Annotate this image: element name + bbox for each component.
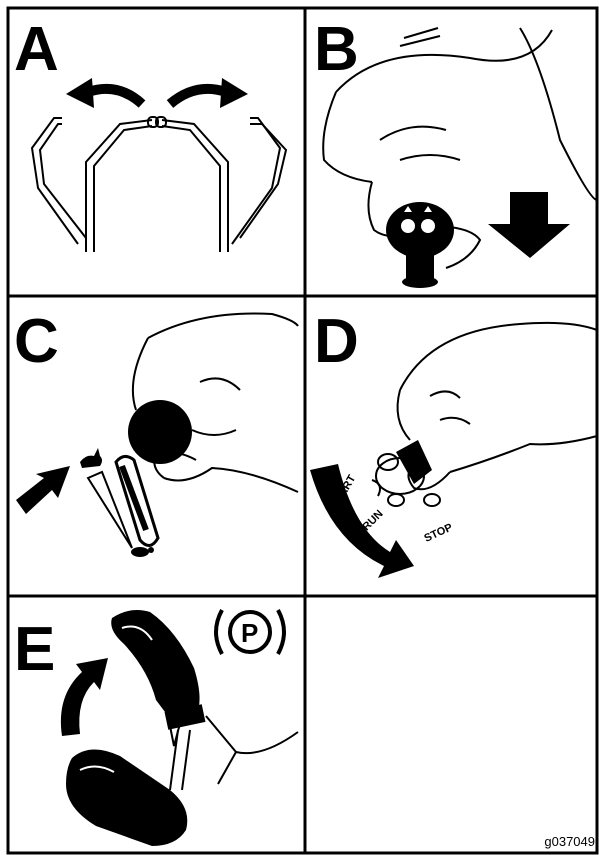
svg-text:P: P — [241, 618, 258, 648]
arrow-right-icon — [170, 89, 226, 104]
left-lever-open — [32, 118, 86, 244]
panel-c: C — [14, 307, 298, 557]
panel-a-letter: A — [14, 15, 59, 84]
push-down-arrow-icon — [488, 192, 570, 258]
pointer-arrow-icon — [16, 466, 70, 514]
lever-up-arrow-icon — [61, 658, 108, 736]
left-lever-closed — [86, 117, 158, 252]
stop-label: STOP — [422, 521, 454, 544]
right-lever-closed — [156, 117, 228, 252]
arrow-left-icon — [88, 89, 142, 104]
panel-a: A — [14, 15, 286, 252]
panel-e-letter: E — [14, 615, 55, 684]
brake-lever-raised — [111, 610, 205, 746]
throttle-knob-icon — [128, 400, 192, 464]
panel-d: D ART RUN STOP — [310, 307, 597, 578]
right-lever-open — [232, 118, 286, 244]
panel-c-letter: C — [14, 307, 59, 376]
rabbit-icon — [80, 448, 102, 468]
lever-linkage — [170, 716, 298, 790]
figure-code: g037049 — [544, 834, 595, 849]
panel-frame — [8, 8, 597, 853]
panel-b-letter: B — [314, 15, 359, 84]
panel-d-letter: D — [314, 307, 359, 376]
turn-arrow-icon — [310, 464, 414, 578]
parking-brake-icon: P — [216, 610, 284, 654]
panel-b: B — [314, 15, 597, 288]
key-switch-icon — [386, 202, 454, 288]
turtle-icon — [131, 547, 154, 557]
panel-e: E P — [14, 610, 298, 846]
brake-lever-lowered — [66, 749, 187, 846]
